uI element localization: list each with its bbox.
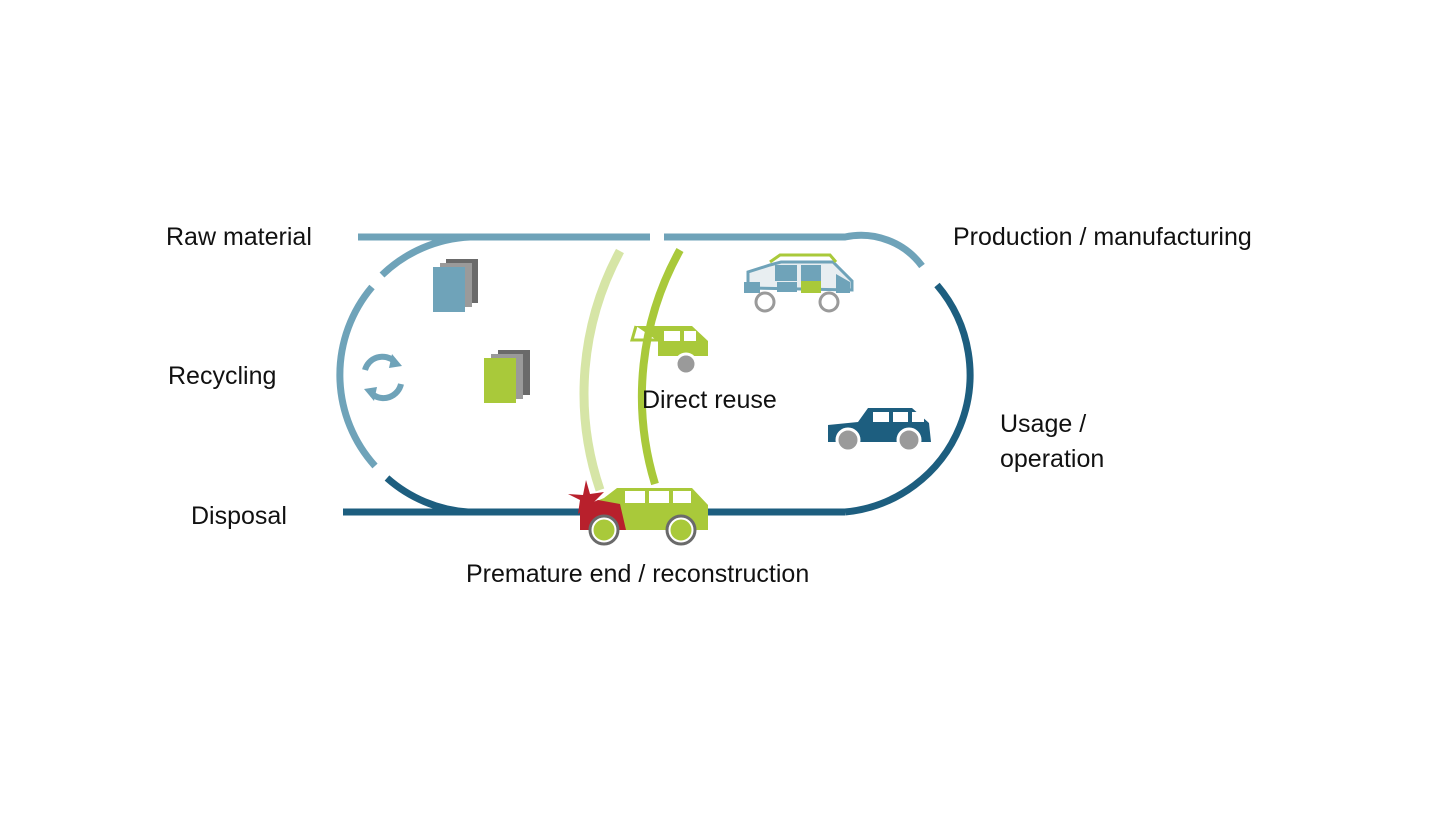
recycling-arc-upper	[379, 233, 471, 278]
partial-car-body-icon	[630, 325, 708, 376]
label-production: Production / manufacturing	[953, 223, 1252, 251]
material-stack-green-icon	[484, 350, 530, 403]
label-disposal: Disposal	[191, 502, 287, 530]
direct-reuse-arc	[637, 248, 684, 486]
label-recycling: Recycling	[168, 362, 277, 390]
recycle-icon	[362, 353, 404, 402]
end-of-life-arc	[384, 475, 469, 516]
car-icon	[828, 408, 931, 453]
production-arc	[664, 231, 925, 269]
usage-arc	[844, 282, 974, 516]
damaged-car-icon	[568, 480, 708, 546]
label-raw-material: Raw material	[166, 223, 312, 251]
material-stack-blue-icon	[433, 259, 478, 312]
label-usage-line1: Usage /	[1000, 410, 1087, 438]
reconstruction-arc	[579, 248, 624, 492]
label-premature-end: Premature end / reconstruction	[466, 560, 810, 588]
car-body-frame-icon	[744, 253, 854, 313]
label-usage-line2: operation	[1000, 445, 1105, 473]
crash-star-icon	[568, 480, 604, 516]
label-direct-reuse: Direct reuse	[642, 386, 777, 414]
recycling-arc-lower	[336, 284, 378, 469]
